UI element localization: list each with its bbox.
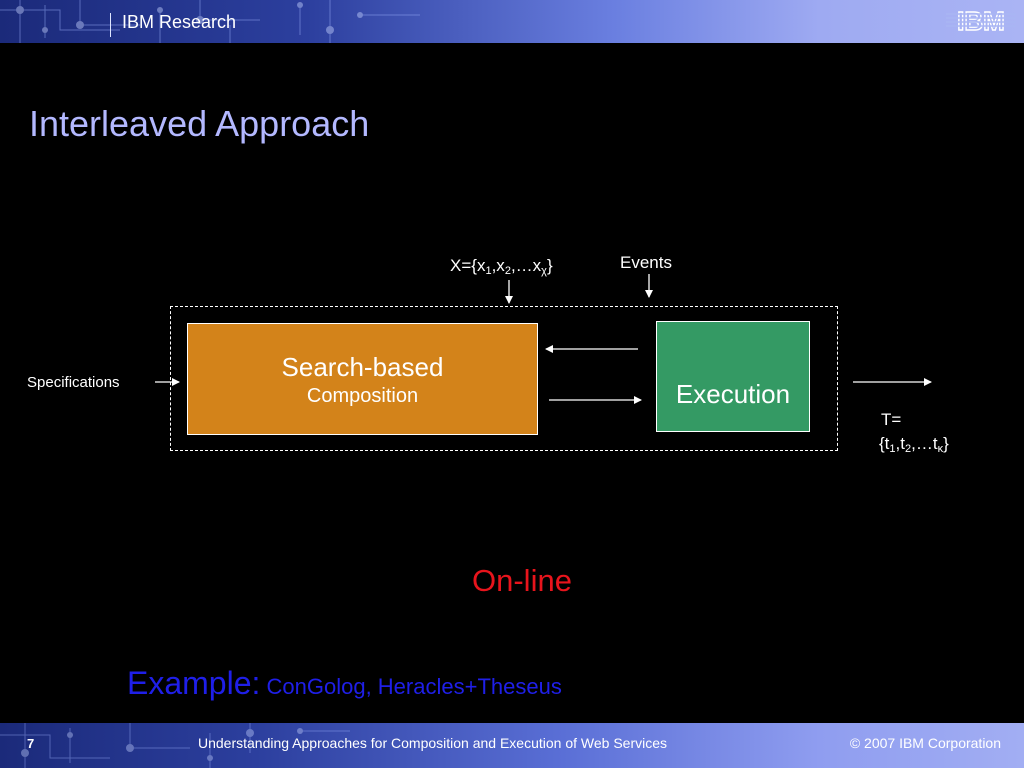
execution-box-label: Execution bbox=[675, 379, 791, 409]
execution-box: Execution bbox=[656, 321, 810, 432]
example-body: ConGolog, Heracles+Theseus bbox=[260, 674, 562, 699]
footer-title: Understanding Approaches for Composition… bbox=[198, 735, 668, 751]
example-line: Example: ConGolog, Heracles+Theseus bbox=[127, 665, 562, 702]
events-label: Events bbox=[620, 253, 672, 272]
brand-label: IBM Research bbox=[122, 12, 237, 32]
ibm-logo: IBM bbox=[946, 6, 1016, 36]
slide-title: Interleaved Approach bbox=[29, 103, 370, 144]
search-box-line2: Composition bbox=[306, 385, 419, 407]
example-lead: Example: bbox=[127, 665, 261, 701]
copyright: © 2007 IBM Corporation bbox=[849, 735, 1001, 751]
online-label: On-line bbox=[472, 563, 572, 598]
t-output-label-line1: T= bbox=[881, 410, 902, 429]
header-bar: IBM Research IBM bbox=[0, 0, 1024, 43]
t-output-label-line2: {t1,t2,…tκ} bbox=[879, 434, 949, 455]
footer-circuit-pattern bbox=[0, 723, 350, 768]
search-based-composition-box: Search-based Composition bbox=[187, 323, 538, 435]
footer-bar: 7 Understanding Approaches for Compositi… bbox=[0, 723, 1024, 768]
x-input-label: X={x1,x2,…xχ} bbox=[450, 256, 553, 277]
search-box-line1: Search-based bbox=[281, 352, 444, 382]
interleaved-frame bbox=[170, 306, 838, 451]
page-number: 7 bbox=[27, 736, 35, 751]
specifications-label: Specifications bbox=[27, 374, 120, 391]
header-separator bbox=[110, 13, 111, 37]
circuit-pattern-decoration bbox=[0, 0, 420, 43]
ibm-logo-text: IBM bbox=[957, 6, 1005, 36]
